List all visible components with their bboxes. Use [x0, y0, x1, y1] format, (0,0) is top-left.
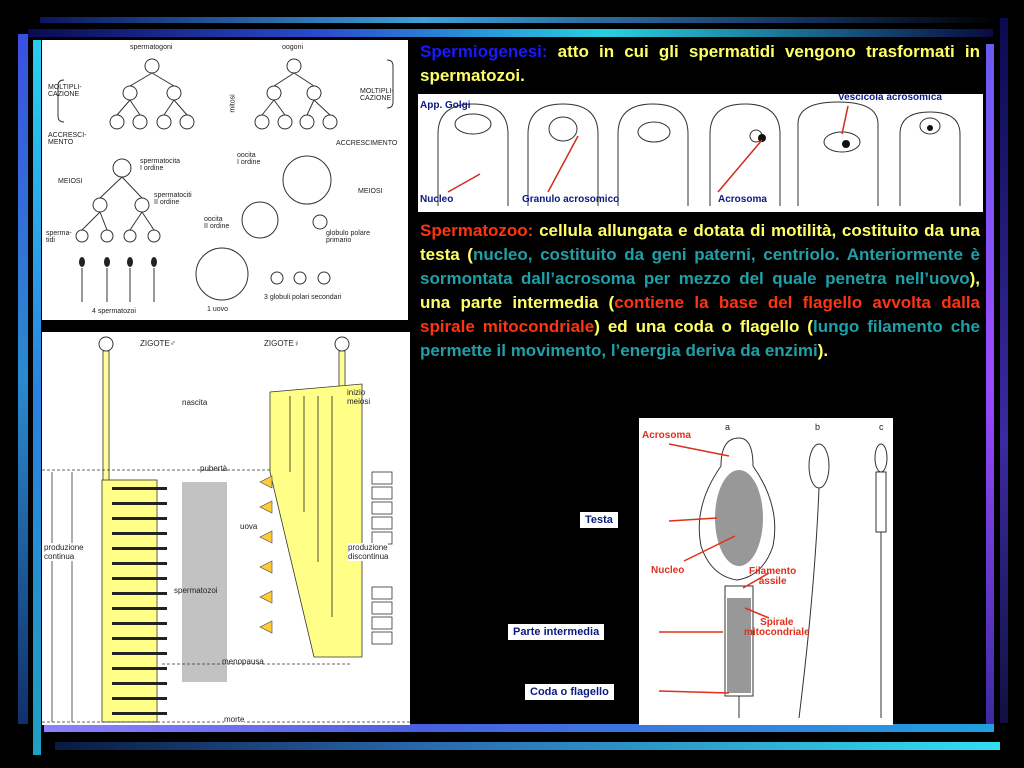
label-spirale-mitocondriale: Spirale mitocondriale	[744, 617, 810, 638]
label-letter-b: b	[815, 422, 821, 432]
label-moltiplicazione-right: MOLTIPLI- CAZIONE	[360, 88, 394, 102]
sperm-structure-figure: Acrosoma Nucleo Filamento assile Spirale…	[639, 418, 893, 725]
frame-bottom-bar	[44, 724, 994, 732]
label-morte: morte	[224, 715, 245, 724]
label-sperm-acrosoma: Acrosoma	[642, 430, 691, 441]
label-oocita-2: oocita II ordine	[204, 216, 230, 230]
label-oocita-1: oocita I ordine	[237, 152, 261, 166]
label-meiosi-left: MEIOSI	[58, 178, 83, 185]
text-4: ).	[817, 341, 829, 360]
frame-left-bar	[18, 34, 28, 724]
label-zigote-female: ZIGOTE♀	[264, 339, 300, 348]
label-spermatociti-2: spermatociti II ordine	[154, 192, 192, 206]
label-3-globuli: 3 globuli polari secondari	[264, 294, 342, 301]
label-menopausa: menopausa	[222, 657, 264, 666]
label-granulo-acrosomico: Granulo acrosomico	[522, 194, 620, 205]
gametogenesis-figure: spermatogoni oogoni MOLTIPLI- CAZIONE MO…	[42, 40, 408, 320]
label-letter-a: a	[725, 422, 731, 432]
label-produzione-continua: produzione continua	[44, 543, 84, 561]
text-head-detail: nucleo, costituito da geni paterni, cent…	[420, 245, 980, 288]
spermiogenesis-figure: App. Golgi Vescicola acrosomica Nucleo G…	[418, 94, 983, 212]
label-spermatogoni: spermatogoni	[130, 44, 173, 51]
label-accrescimento-left: ACCRESCI- MENTO	[48, 132, 87, 146]
label-vescicola-acrosomica: Vescicola acrosomica	[838, 94, 942, 103]
frame-top-bar	[40, 17, 1000, 23]
label-spermatocita-1: spermatocita I ordine	[140, 158, 181, 172]
label-acrosoma: Acrosoma	[718, 194, 767, 205]
term-spermatozoo: Spermatozoo:	[420, 221, 534, 240]
text-2: ), una parte intermedia (	[420, 269, 980, 312]
label-moltiplicazione-left: MOLTIPLI- CAZIONE	[48, 84, 82, 98]
label-4-spermatozoi: 4 spermatozoi	[92, 308, 136, 315]
frame-right-bar-2	[1000, 18, 1008, 723]
gametogenesis-drawing	[57, 58, 394, 302]
label-sperm-nucleo: Nucleo	[651, 565, 685, 576]
text-3: ) ed una coda o flagello (	[594, 317, 813, 336]
callout-coda-flagello: Coda o flagello	[525, 684, 614, 700]
frame-top-bar-2	[28, 29, 993, 37]
spermiogenesi-text: atto in cui gli spermatidi vengono trasf…	[420, 42, 980, 85]
label-letter-c: c	[879, 422, 884, 432]
frame-right-bar	[986, 44, 994, 729]
text-1: cellula allungata e dotata di motilità, …	[420, 221, 980, 264]
label-oogoni: oogoni	[282, 44, 304, 51]
label-globulo-polare: globulo polare primario	[326, 230, 370, 244]
term-spermiogenesi: Spermiogenesi:	[420, 42, 548, 61]
frame-left-bar-2	[33, 40, 41, 755]
sperm-structure-drawing	[658, 437, 888, 719]
label-nucleo: Nucleo	[420, 194, 454, 205]
spermatozoo-definition: Spermatozoo: cellula allungata e dotata …	[420, 219, 980, 363]
label-filamento-assile: Filamento assile	[749, 566, 797, 587]
label-1-uovo: 1 uovo	[207, 306, 229, 313]
spermiogenesis-drawing	[437, 101, 961, 206]
frame-bottom-bar-2	[55, 742, 1000, 750]
label-inizio-meiosi: inizio meiosi	[347, 388, 371, 406]
label-mitosi: mitosi	[229, 94, 237, 113]
label-meiosi-right: MEIOSI	[358, 188, 383, 195]
label-produzione-discontinua: produzione discontinua	[348, 543, 389, 561]
label-zigote-male: ZIGOTE♂	[140, 339, 176, 348]
callout-testa: Testa	[580, 512, 618, 528]
label-uova: uova	[240, 522, 258, 531]
spermiogenesis-definition: Spermiogenesi: atto in cui gli spermatid…	[420, 40, 980, 88]
label-nascita: nascita	[182, 398, 208, 407]
text-midpiece-detail: contiene la base del flagello avvolta da…	[420, 293, 980, 336]
label-spermatozoi: spermatozoi	[174, 586, 218, 595]
lifespan-figure: ZIGOTE♂ ZIGOTE♀ nascita inizio meiosi pu…	[42, 332, 410, 725]
label-puberta: pubertà	[200, 464, 228, 473]
label-accrescimento-right: ACCRESCIMENTO	[336, 140, 398, 147]
callout-parte-intermedia: Parte intermedia	[508, 624, 605, 640]
label-spermatidi: sperma- tidi	[46, 230, 72, 244]
label-app-golgi: App. Golgi	[420, 100, 471, 111]
text-tail-detail: lungo filamento che permette il moviment…	[420, 317, 981, 360]
lifespan-drawing	[42, 336, 410, 723]
